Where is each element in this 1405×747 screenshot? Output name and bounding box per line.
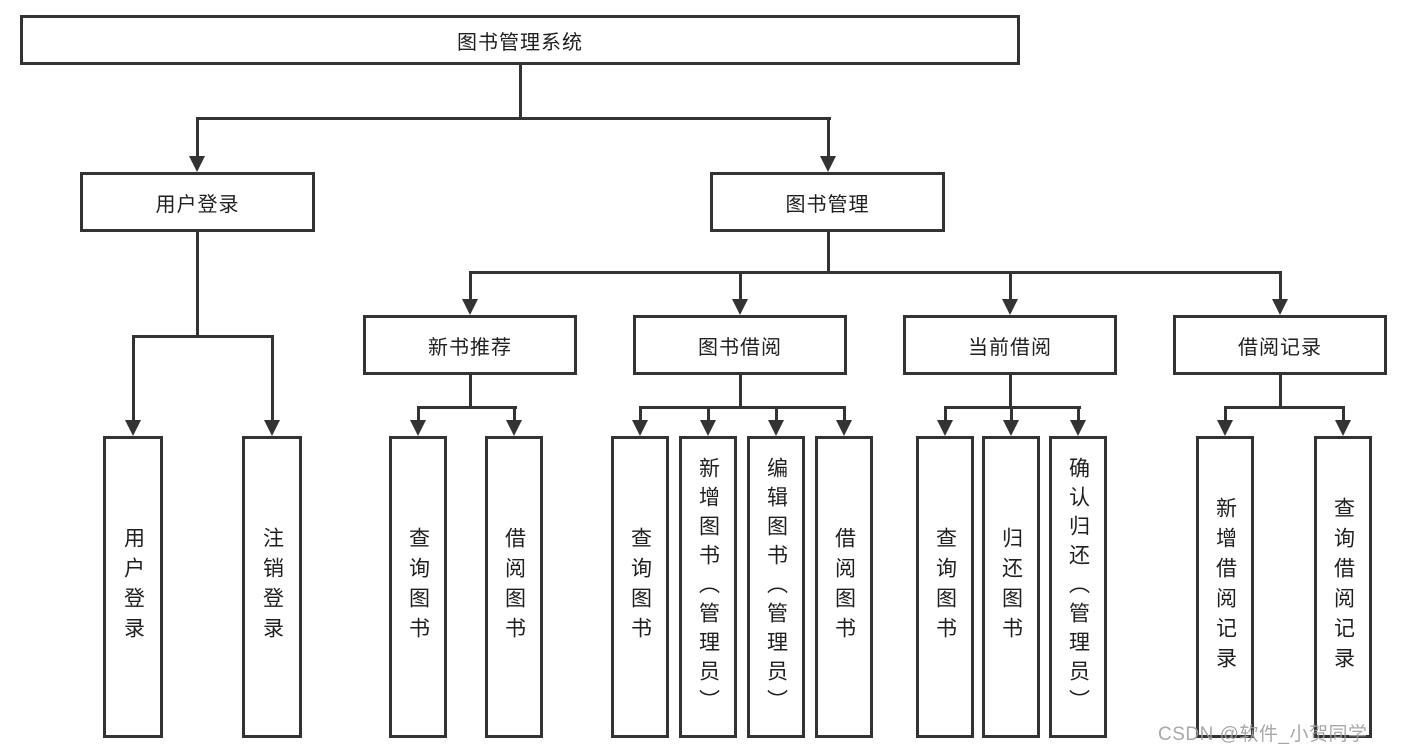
leaf-add-borrow-record: 新增借阅记录 <box>1196 436 1254 738</box>
arrowhead-down <box>189 156 205 172</box>
connector-line <box>1279 375 1282 409</box>
leaf-borrow-books: 借阅图书 <box>815 436 873 738</box>
arrowhead-down <box>1070 420 1086 436</box>
connector-line <box>827 232 830 274</box>
leaf-label: 借阅图书 <box>502 527 526 647</box>
leaf-label: 编辑图书（管理员） <box>764 456 788 718</box>
node-borrowing-records: 借阅记录 <box>1173 315 1387 375</box>
connector-line <box>1009 375 1012 409</box>
connector-line <box>196 117 199 156</box>
connector-line <box>944 406 947 420</box>
connector-line <box>1342 406 1345 420</box>
arrowhead-down <box>125 420 141 436</box>
node-book-borrowing: 图书借阅 <box>633 315 847 375</box>
leaf-query-books-borrow: 查询图书 <box>611 436 669 738</box>
connector-line <box>271 335 274 420</box>
arrowhead-down <box>700 420 716 436</box>
leaf-label: 查询图书 <box>933 527 957 647</box>
connector-line <box>843 406 846 420</box>
arrowhead-down <box>768 420 784 436</box>
csdn-watermark: CSDN @软件_小贺同学 <box>1158 724 1368 745</box>
arrowhead-down <box>1272 299 1288 315</box>
leaf-label: 查询借阅记录 <box>1331 497 1355 677</box>
connector-line <box>707 406 710 420</box>
connector-line <box>739 271 742 299</box>
arrowhead-down <box>506 420 522 436</box>
leaf-query-borrow-record: 查询借阅记录 <box>1314 436 1372 738</box>
connector-line <box>1010 406 1013 420</box>
leaf-label: 确认归还（管理员） <box>1066 456 1090 718</box>
leaf-label: 查询图书 <box>406 527 430 647</box>
connector-line <box>196 117 831 120</box>
arrowhead-down <box>1003 420 1019 436</box>
leaf-label: 查询图书 <box>628 527 652 647</box>
connector-line <box>639 406 846 409</box>
connector-line <box>469 271 472 299</box>
leaf-label: 借阅图书 <box>832 527 856 647</box>
leaf-query-books-current: 查询图书 <box>916 436 974 738</box>
connector-line <box>1224 406 1227 420</box>
connector-line <box>513 406 516 420</box>
connector-line <box>519 65 522 120</box>
arrowhead-down <box>632 420 648 436</box>
connector-line <box>1077 406 1080 420</box>
leaf-edit-books-admin: 编辑图书（管理员） <box>747 436 805 738</box>
connector-line <box>196 232 199 338</box>
arrowhead-down <box>264 420 280 436</box>
leaf-label: 注销登录 <box>260 527 284 647</box>
arrowhead-down <box>1002 299 1018 315</box>
node-book-management: 图书管理 <box>710 172 945 232</box>
arrowhead-down <box>1217 420 1233 436</box>
leaf-query-books-recommend: 查询图书 <box>389 436 447 738</box>
leaf-label: 新增图书（管理员） <box>696 456 720 718</box>
connector-line <box>132 335 135 420</box>
arrowhead-down <box>410 420 426 436</box>
connector-line <box>417 406 517 409</box>
leaf-add-books-admin: 新增图书（管理员） <box>679 436 737 738</box>
arrowhead-down <box>836 420 852 436</box>
connector-line <box>1224 406 1345 409</box>
node-current-borrowing: 当前借阅 <box>903 315 1117 375</box>
leaf-confirm-return-admin: 确认归还（管理员） <box>1049 436 1107 738</box>
connector-line <box>132 335 274 338</box>
leaf-label: 用户登录 <box>121 527 145 647</box>
leaf-logout: 注销登录 <box>242 436 302 738</box>
connector-line <box>639 406 642 420</box>
connector-line <box>739 375 742 409</box>
connector-line <box>469 271 1282 274</box>
arrowhead-down <box>937 420 953 436</box>
connector-line <box>469 375 472 409</box>
connector-line <box>827 117 830 156</box>
leaf-return-books: 归还图书 <box>982 436 1040 738</box>
leaf-user-login: 用户登录 <box>103 436 163 738</box>
arrowhead-down <box>820 156 836 172</box>
connector-line <box>775 406 778 420</box>
leaf-borrow-books-recommend: 借阅图书 <box>485 436 543 738</box>
leaf-label: 新增借阅记录 <box>1213 497 1237 677</box>
arrowhead-down <box>1335 420 1351 436</box>
node-user-login: 用户登录 <box>80 172 315 232</box>
arrowhead-down <box>462 299 478 315</box>
connector-line <box>1279 271 1282 299</box>
leaf-label: 归还图书 <box>999 527 1023 647</box>
node-new-book-recommendation: 新书推荐 <box>363 315 577 375</box>
connector-line <box>417 406 420 420</box>
arrowhead-down <box>732 299 748 315</box>
connector-line <box>1009 271 1012 299</box>
node-root-library-system: 图书管理系统 <box>20 15 1020 65</box>
